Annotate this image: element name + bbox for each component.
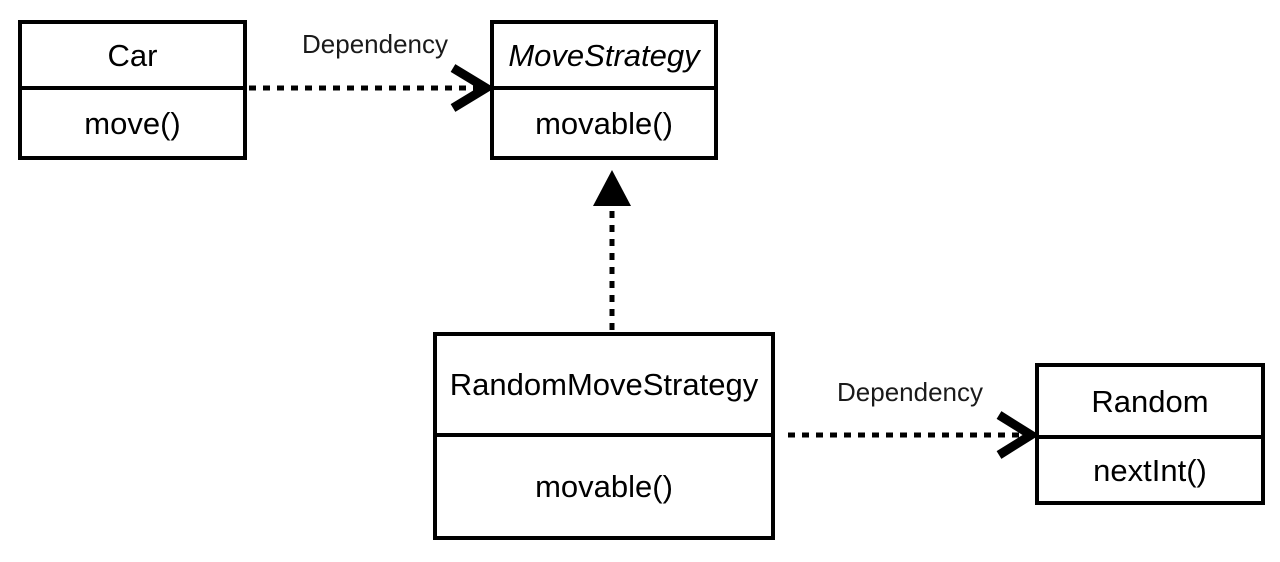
class-name: MoveStrategy — [494, 24, 714, 90]
dependency-arrow-car-to-movestrategy — [249, 64, 495, 112]
open-arrowhead-icon — [450, 64, 495, 112]
class-box-car: Car move() — [18, 20, 247, 160]
class-box-randommovestrategy: RandomMoveStrategy movable() — [433, 332, 775, 540]
class-method: movable() — [535, 469, 673, 504]
filled-triangle-arrowhead-icon — [593, 170, 631, 206]
class-box-movestrategy: MoveStrategy movable() — [490, 20, 718, 160]
dependency-arrow-randommovestrategy-to-random — [788, 411, 1040, 459]
class-name: RandomMoveStrategy — [437, 336, 771, 437]
open-arrowhead-icon — [996, 411, 1040, 459]
class-method: nextInt() — [1093, 452, 1207, 488]
class-name: Random — [1039, 367, 1261, 439]
class-method: movable() — [535, 105, 673, 141]
class-box-random: Random nextInt() — [1035, 363, 1265, 505]
realization-arrow-randommovestrategy-to-movestrategy — [593, 170, 631, 330]
dependency-label-randommovestrategy-random: Dependency — [837, 377, 983, 407]
class-name: Car — [22, 24, 243, 90]
dependency-label-car-movestrategy: Dependency — [302, 29, 448, 59]
class-method: move() — [84, 105, 181, 141]
